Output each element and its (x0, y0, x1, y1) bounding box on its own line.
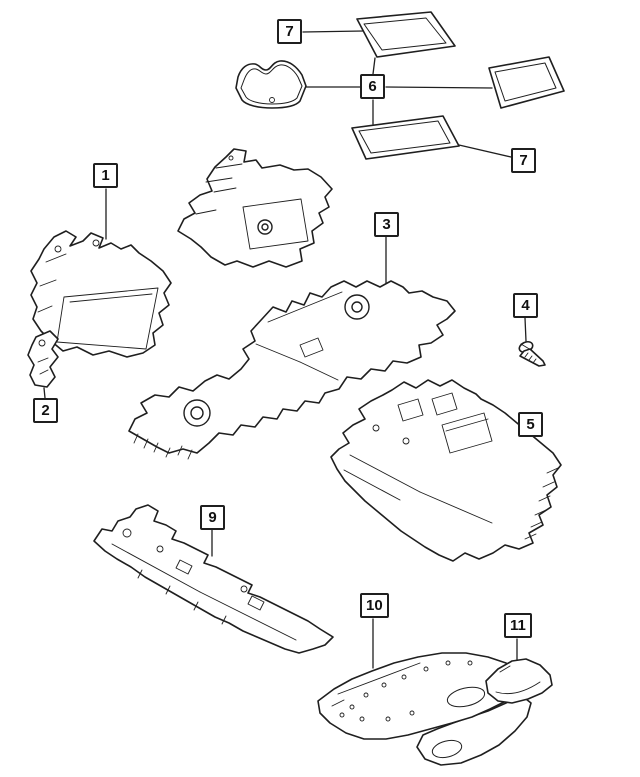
part-floor-mat-front-premium (356, 11, 456, 58)
part-main-floor-carpet (128, 280, 456, 460)
mat-driver-outline (235, 60, 307, 109)
front-carpet-right-outline (177, 148, 333, 268)
part-rear-carpet (330, 379, 562, 562)
part-trim-piece (485, 658, 553, 704)
leader-lines (43, 30, 537, 669)
front-carpet-grommet-inner (261, 223, 269, 231)
part-carpet-bracket (27, 330, 59, 388)
rear-carpet-outline (330, 379, 562, 562)
carpet-bracket-details (37, 339, 49, 375)
sill-panel-details (111, 528, 297, 641)
callout-10-floor-pan: 10 (360, 593, 389, 618)
callout-9-sill-panel: 9 (200, 505, 225, 530)
main-carpet-grommet-left-inner (190, 406, 204, 420)
screw-details (520, 343, 537, 364)
leader-7-top (302, 30, 364, 33)
screw-shank (519, 348, 546, 367)
main-carpet-outline (128, 280, 456, 454)
mat-rear-right-border (494, 62, 557, 102)
part-sill-panel (93, 504, 334, 654)
callout-3-main-carpet: 3 (374, 212, 399, 237)
front-carpet-left-outline (30, 230, 172, 358)
part-front-carpet-right (177, 148, 333, 268)
mat-driver-grommet (269, 97, 275, 103)
callout-5-rear-carpet: 5 (518, 412, 543, 437)
floor-pan-opening (446, 686, 486, 708)
front-carpet-right-details (195, 155, 309, 250)
carpet-bracket-outline (27, 330, 59, 388)
part-fastener-screw (518, 340, 546, 367)
leader-7-right (458, 144, 512, 158)
callout-7-front-mat: 7 (277, 19, 302, 44)
mat-rear-right-outline (488, 56, 565, 109)
callout-2-bracket: 2 (33, 398, 58, 423)
part-front-carpet-left (30, 230, 172, 358)
mat-rear-border (358, 120, 451, 154)
trim-piece-details (495, 665, 541, 695)
front-carpet-left-details (37, 239, 159, 350)
main-carpet-grommet-right-inner (351, 301, 363, 313)
leader-4 (524, 317, 527, 342)
part-floor-mat-rear-right (488, 56, 565, 109)
mat-driver-border (240, 64, 303, 105)
mat-rear-outline (351, 115, 460, 160)
part-floor-mat-rear-premium (351, 115, 460, 160)
mat-front-border (363, 17, 447, 51)
callout-1-front-carpet: 1 (93, 163, 118, 188)
callout-4-fastener: 4 (513, 293, 538, 318)
callout-11-trim-piece: 11 (504, 613, 532, 638)
floor-pan-details (331, 660, 473, 722)
leader-2 (43, 387, 46, 399)
main-carpet-details (133, 291, 343, 460)
floor-pan-lower-opening (431, 739, 463, 759)
leader-6-up (372, 57, 376, 75)
callout-6-mat-set: 6 (360, 74, 385, 99)
leader-6-right (385, 86, 493, 89)
sill-panel-outline (93, 504, 334, 654)
callout-7-rear-mat: 7 (511, 148, 536, 173)
rear-carpet-details (343, 392, 559, 540)
part-floor-mat-driver (235, 60, 307, 109)
